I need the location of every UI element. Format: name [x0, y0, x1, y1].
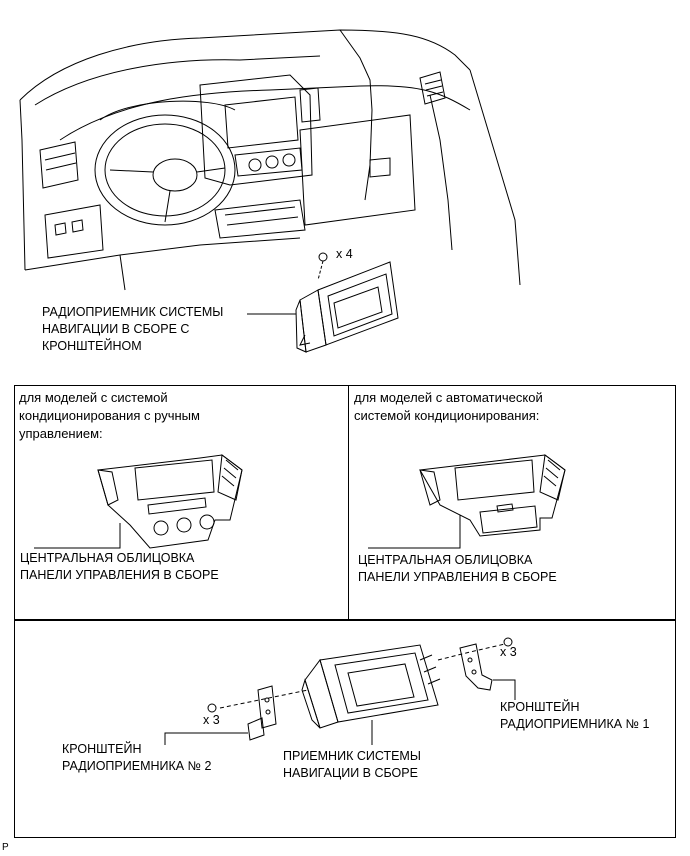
auto-ac-bezel-label: ЦЕНТРАЛЬНАЯ ОБЛИЦОВКА ПАНЕЛИ УПРАВЛЕНИЯ … [358, 553, 557, 584]
radio-assembly-illustration [247, 252, 399, 353]
receiver-label: ПРИЕМНИК СИСТЕМЫ НАВИГАЦИИ В СБОРЕ [283, 749, 421, 780]
manual-ac-header: для моделей с системой кондиционирования… [19, 390, 200, 441]
manual-ac-bezel-label: ЦЕНТРАЛЬНАЯ ОБЛИЦОВКА ПАНЕЛИ УПРАВЛЕНИЯ … [20, 551, 219, 582]
auto-ac-bezel-illustration [368, 454, 566, 549]
figure-code: P [2, 842, 9, 853]
radio-assembly-label: РАДИОПРИЕМНИК СИСТЕМЫ НАВИГАЦИИ В СБОРЕ … [42, 305, 224, 353]
screw-qty-left: x 3 [203, 713, 220, 727]
auto-ac-panel [348, 385, 676, 620]
screw-qty-right: x 3 [500, 645, 517, 659]
bracket-no1-label: КРОНШТЕЙН РАДИОПРИЕМНИКА № 1 [500, 700, 650, 731]
manual-ac-bezel-illustration [34, 454, 243, 549]
dashboard-illustration [19, 29, 521, 291]
exploded-view-panel [14, 620, 676, 838]
auto-ac-header: для моделей с автоматической системой ко… [354, 390, 543, 423]
bracket-no2-label: КРОНШТЕЙН РАДИОПРИЕМНИКА № 2 [62, 742, 212, 773]
screw-qty-top: x 4 [336, 247, 353, 261]
